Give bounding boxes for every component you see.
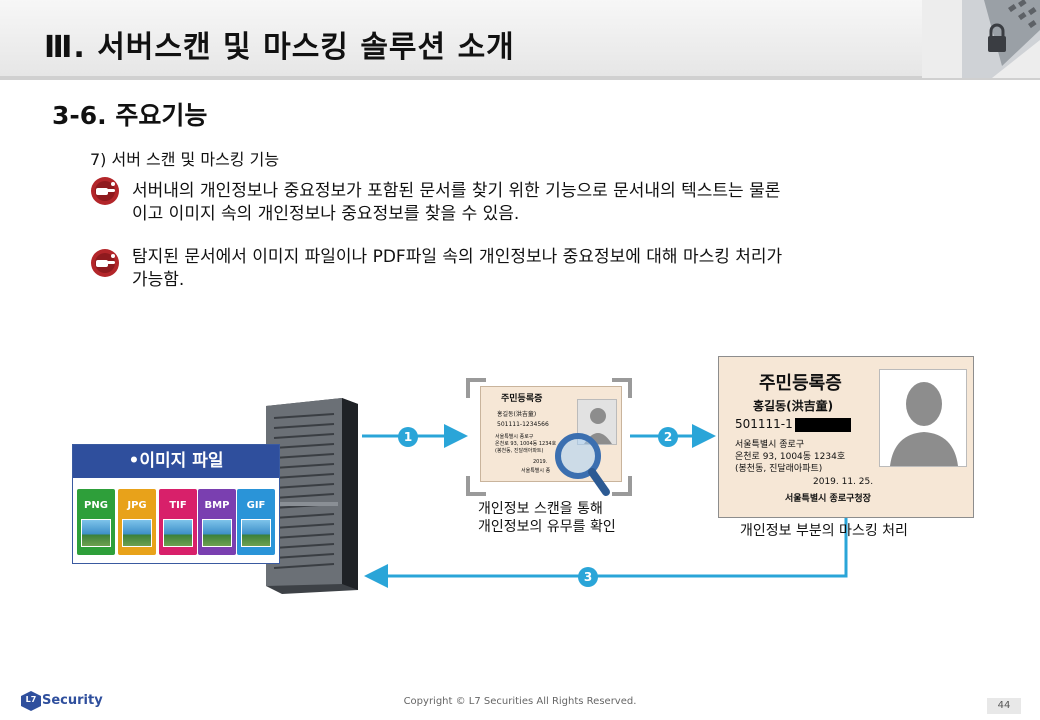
- logo-mark: L7: [25, 695, 37, 704]
- bullet-1-line-1: 서버내의 개인정보나 중요정보가 포함된 문서를 찾기 위한 기능으로 문서내의…: [132, 181, 781, 201]
- subsection-title: 7) 서버 스캔 및 마스킹 기능: [90, 150, 280, 169]
- masked-card-address-3: (봉천동, 진달래아파트): [735, 464, 823, 474]
- header-bar: [0, 0, 1040, 80]
- server-tower-illustration: [262, 394, 362, 594]
- masked-card-address-2: 온천로 93, 1004동 1234호: [735, 452, 846, 462]
- scan-card-address-2: 온천로 93, 1004동 1234호: [495, 441, 557, 447]
- shield-icon: [21, 691, 41, 711]
- masked-card-title: 주민등록증: [759, 373, 842, 394]
- scan-caption-line-1: 개인정보 스캔을 통해: [478, 501, 603, 517]
- step-3-badge: 3: [578, 567, 598, 587]
- padlock-icon: [988, 36, 1006, 52]
- scan-card-address-1: 서울특별시 종로구: [495, 434, 534, 440]
- format-label: GIF: [246, 500, 266, 511]
- scan-caption-line-2: 개인정보의 유무를 확인: [478, 519, 616, 535]
- scan-frame: [466, 378, 632, 496]
- image-file-panel-title: •이미지 파일: [73, 445, 279, 478]
- step-2-badge: 2: [658, 427, 678, 447]
- bmp-file-icon: BMP: [198, 489, 236, 555]
- scan-card-issuer: 서울특별시 종: [521, 468, 551, 474]
- image-file-panel: •이미지 파일 PNG JPG TIF BMP GIF: [72, 444, 280, 564]
- pointing-hand-icon: [90, 248, 120, 278]
- scan-card-title: 주민등록증: [501, 394, 543, 404]
- masked-card-photo: [879, 369, 967, 467]
- step-1-badge: 1: [398, 427, 418, 447]
- pointing-hand-icon: [90, 176, 120, 206]
- masked-card-name: 홍길동(洪吉童): [753, 399, 834, 413]
- masked-card-date: 2019. 11. 25.: [813, 477, 874, 487]
- masked-caption: 개인정보 부분의 마스킹 처리: [740, 523, 908, 539]
- scan-card-number: 501111-1234566: [497, 421, 549, 428]
- bullet-2-line-2: 가능함.: [132, 270, 185, 290]
- format-label: TIF: [169, 500, 187, 511]
- scan-card-address-3: (봉천동, 진달래아파트): [495, 448, 544, 454]
- page-number: 44: [987, 698, 1021, 714]
- format-label: JPG: [127, 500, 147, 511]
- scan-card-date: 2019.: [533, 459, 548, 465]
- format-label: PNG: [84, 500, 108, 511]
- masking-block: [795, 418, 851, 432]
- jpg-file-icon: JPG: [118, 489, 156, 555]
- section-title: 3-6. 주요기능: [52, 101, 208, 130]
- png-file-icon: PNG: [77, 489, 115, 555]
- masked-card-issuer: 서울특별시 종로구청장: [785, 494, 871, 504]
- company-logo: L7 Security: [20, 690, 103, 714]
- page-title: Ⅲ. 서버스캔 및 마스킹 솔루션 소개: [44, 30, 515, 65]
- format-label: BMP: [204, 500, 230, 511]
- bullet-1-line-2: 이고 이미지 속의 개인정보나 중요정보를 찾을 수 있음.: [132, 204, 520, 224]
- bullet-2-line-1: 탐지된 문서에서 이미지 파일이나 PDF파일 속의 개인정보나 중요정보에 대…: [132, 247, 783, 267]
- masked-card-address-1: 서울특별시 종로구: [735, 440, 805, 450]
- tif-file-icon: TIF: [159, 489, 197, 555]
- logo-text: Security: [42, 693, 103, 708]
- magnifier-icon: [550, 428, 612, 498]
- gif-file-icon: GIF: [237, 489, 275, 555]
- scan-card-name: 홍길동(洪吉童): [497, 411, 537, 418]
- laptop-lock-illustration: [922, 0, 1040, 78]
- copyright-text: Copyright © L7 Securities All Rights Res…: [403, 696, 637, 707]
- masked-id-card: 주민등록증 홍길동(洪吉童) 501111-1 서울특별시 종로구 온천로 93…: [718, 356, 974, 518]
- masked-card-number: 501111-1: [735, 417, 793, 431]
